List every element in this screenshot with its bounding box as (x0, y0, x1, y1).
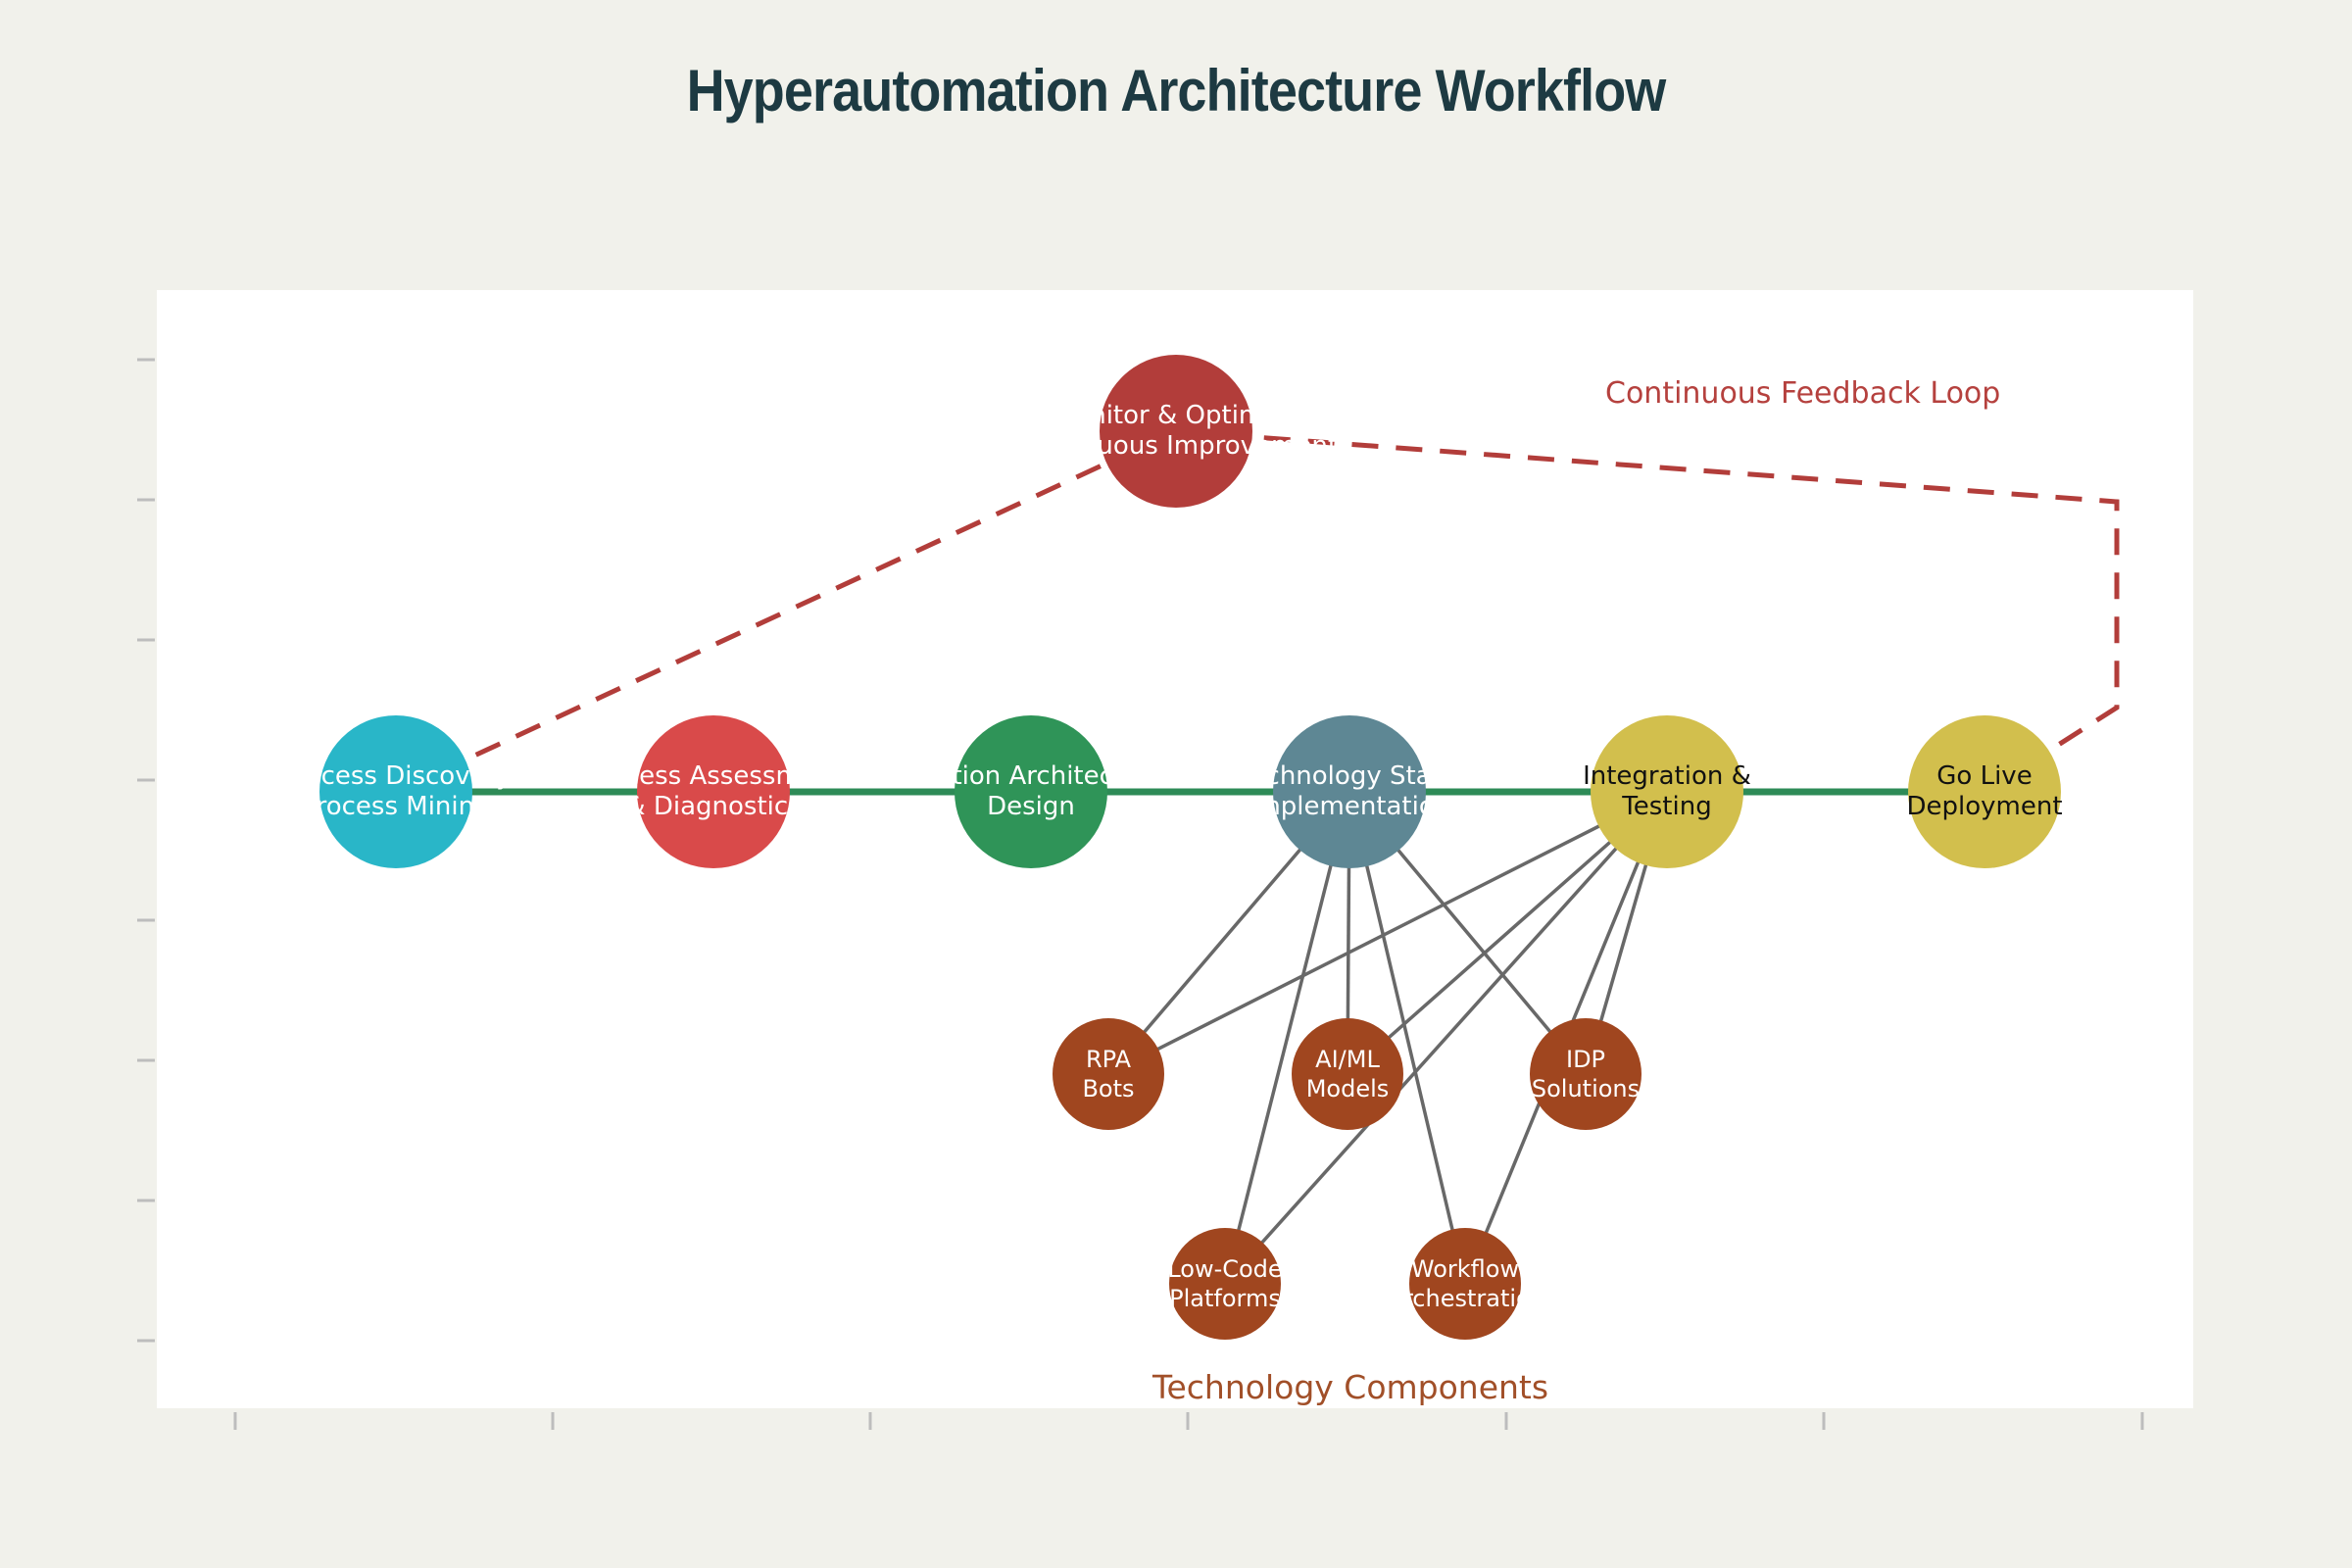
workflow-node-technology-stack: Technology Stack Implementation (1239, 715, 1460, 868)
node-label-line: Solutions (1531, 1075, 1641, 1102)
tech-node-workflow-orchestration: Workflow Orchestration (1385, 1228, 1545, 1340)
node-label-line: Bots (1082, 1075, 1135, 1102)
workflow-node-process-discovery: Process Discovery (Process Mining) (280, 715, 512, 868)
node-label-line: Design (987, 792, 1075, 821)
node-label-line: Orchestration (1385, 1285, 1545, 1312)
tech-node-low-code-platforms: Low-Code Platforms (1167, 1228, 1283, 1340)
node-label-line: (Process Mining) (291, 792, 501, 821)
node-label-line: AI/ML (1315, 1046, 1380, 1073)
node-label-line: RPA (1085, 1046, 1132, 1073)
node-label-line: Go Live (1936, 761, 2033, 791)
tech-connector (1223, 791, 1351, 1285)
node-label-line: Process Discovery (280, 761, 512, 791)
node-label-line: & Diagnostics (625, 792, 802, 821)
tech-connector (1223, 790, 1669, 1286)
node-label-line: Technology Stack (1239, 761, 1460, 791)
node-label-line: Process Assessment (584, 761, 843, 791)
tech-node-ai-ml-models: AI/ML Models (1292, 1018, 1403, 1130)
tech-node-rpa-bots: RPA Bots (1053, 1018, 1164, 1130)
node-label-line: Monitor & Optimize (1052, 401, 1300, 430)
node-label-line: Continuous Improvement (1014, 431, 1339, 461)
workflow-node-integration-testing: Integration & Testing (1583, 715, 1751, 868)
tech-connector (1348, 791, 1467, 1285)
page-title: Hyperautomation Architecture Workflow (686, 58, 1667, 123)
node-label-line: Testing (1622, 792, 1712, 821)
node-label-line: Low-Code (1167, 1255, 1283, 1283)
workflow-node-monitor-optimize: Monitor & Optimize Continuous Improvemen… (1014, 355, 1338, 508)
node-label-line: Platforms (1169, 1285, 1281, 1312)
node-label-line: Models (1305, 1075, 1390, 1102)
node-label-line: Workflow (1410, 1255, 1520, 1283)
node-label-line: Deployment (1906, 792, 2063, 821)
tech-node-idp-solutions: IDP Solutions (1530, 1018, 1642, 1130)
feedback-segment-left (394, 428, 1178, 795)
feedback-loop-label: Continuous Feedback Loop (1605, 376, 2001, 411)
node-label-line: IDP (1565, 1046, 1606, 1073)
tech-connector-lines (1106, 790, 1669, 1286)
tech-connector (1107, 790, 1668, 1076)
workflow-node-process-assessment: Process Assessment & Diagnostics (585, 715, 842, 868)
workflow-node-solution-architecture: Solution Architecture Design (897, 715, 1165, 868)
feedback-dashed-path (394, 428, 2120, 795)
axis-ticks-left (137, 358, 155, 1343)
node-label-line: Solution Architecture (897, 761, 1165, 791)
node-label-line: Integration & (1583, 761, 1751, 791)
axis-ticks-bottom (233, 1412, 2144, 1430)
node-label-line: Implementation (1248, 792, 1451, 821)
workflow-node-go-live: Go Live Deployment (1906, 715, 2063, 868)
technology-components-label: Technology Components (1152, 1368, 1549, 1406)
